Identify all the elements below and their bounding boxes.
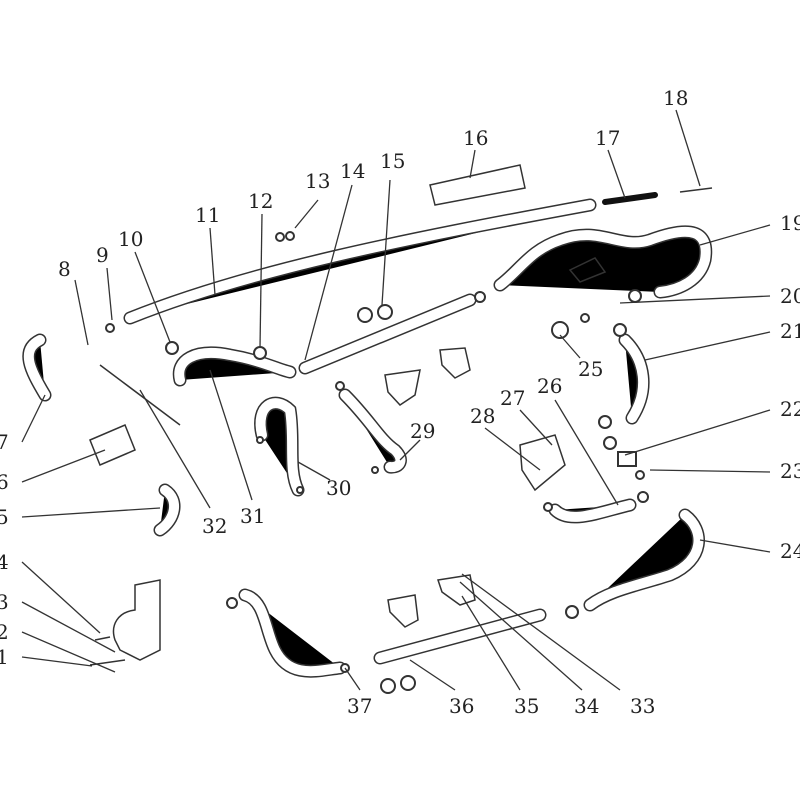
callout-18: 18 — [663, 86, 688, 110]
callout-29: 29 — [410, 419, 435, 443]
callout-3: 3 — [0, 590, 9, 614]
connector-part — [679, 187, 713, 193]
callout-32: 32 — [202, 514, 227, 538]
clamps — [105, 231, 649, 694]
black-tube-part — [602, 192, 658, 205]
callout-35: 35 — [514, 694, 539, 718]
callout-23: 23 — [780, 459, 800, 483]
callout-labels: 1 2 3 4 5 6 7 8 9 10 11 12 13 14 15 16 1… — [0, 86, 800, 718]
callout-10: 10 — [118, 227, 143, 251]
callout-16: 16 — [463, 126, 488, 150]
callout-4: 4 — [0, 550, 9, 574]
sleeve-part — [429, 164, 526, 206]
callout-36: 36 — [449, 694, 474, 718]
callout-24: 24 — [780, 539, 800, 563]
callout-11: 11 — [195, 203, 220, 227]
callout-34: 34 — [574, 694, 599, 718]
callout-13: 13 — [305, 169, 330, 193]
callout-15: 15 — [380, 149, 405, 173]
callout-28: 28 — [470, 404, 495, 428]
callout-26: 26 — [537, 374, 562, 398]
callout-21: 21 — [780, 319, 800, 343]
callout-25: 25 — [578, 357, 603, 381]
callout-20: 20 — [780, 284, 800, 308]
callout-22: 22 — [780, 397, 800, 421]
callout-27: 27 — [500, 386, 525, 410]
callout-9: 9 — [96, 243, 109, 267]
callout-30: 30 — [326, 476, 351, 500]
callout-2: 2 — [0, 620, 9, 644]
callout-1: 1 — [0, 645, 9, 669]
callout-6: 6 — [0, 470, 9, 494]
callout-14: 14 — [340, 159, 365, 183]
callout-33: 33 — [630, 694, 655, 718]
callout-17: 17 — [595, 126, 620, 150]
brackets — [89, 347, 566, 666]
callout-12: 12 — [248, 189, 273, 213]
callout-5: 5 — [0, 505, 9, 529]
callout-8: 8 — [58, 257, 71, 281]
callout-31: 31 — [240, 504, 265, 528]
leader-lines — [21, 109, 771, 691]
callout-37: 37 — [347, 694, 372, 718]
callout-19: 19 — [780, 211, 800, 235]
callout-7: 7 — [0, 430, 9, 454]
